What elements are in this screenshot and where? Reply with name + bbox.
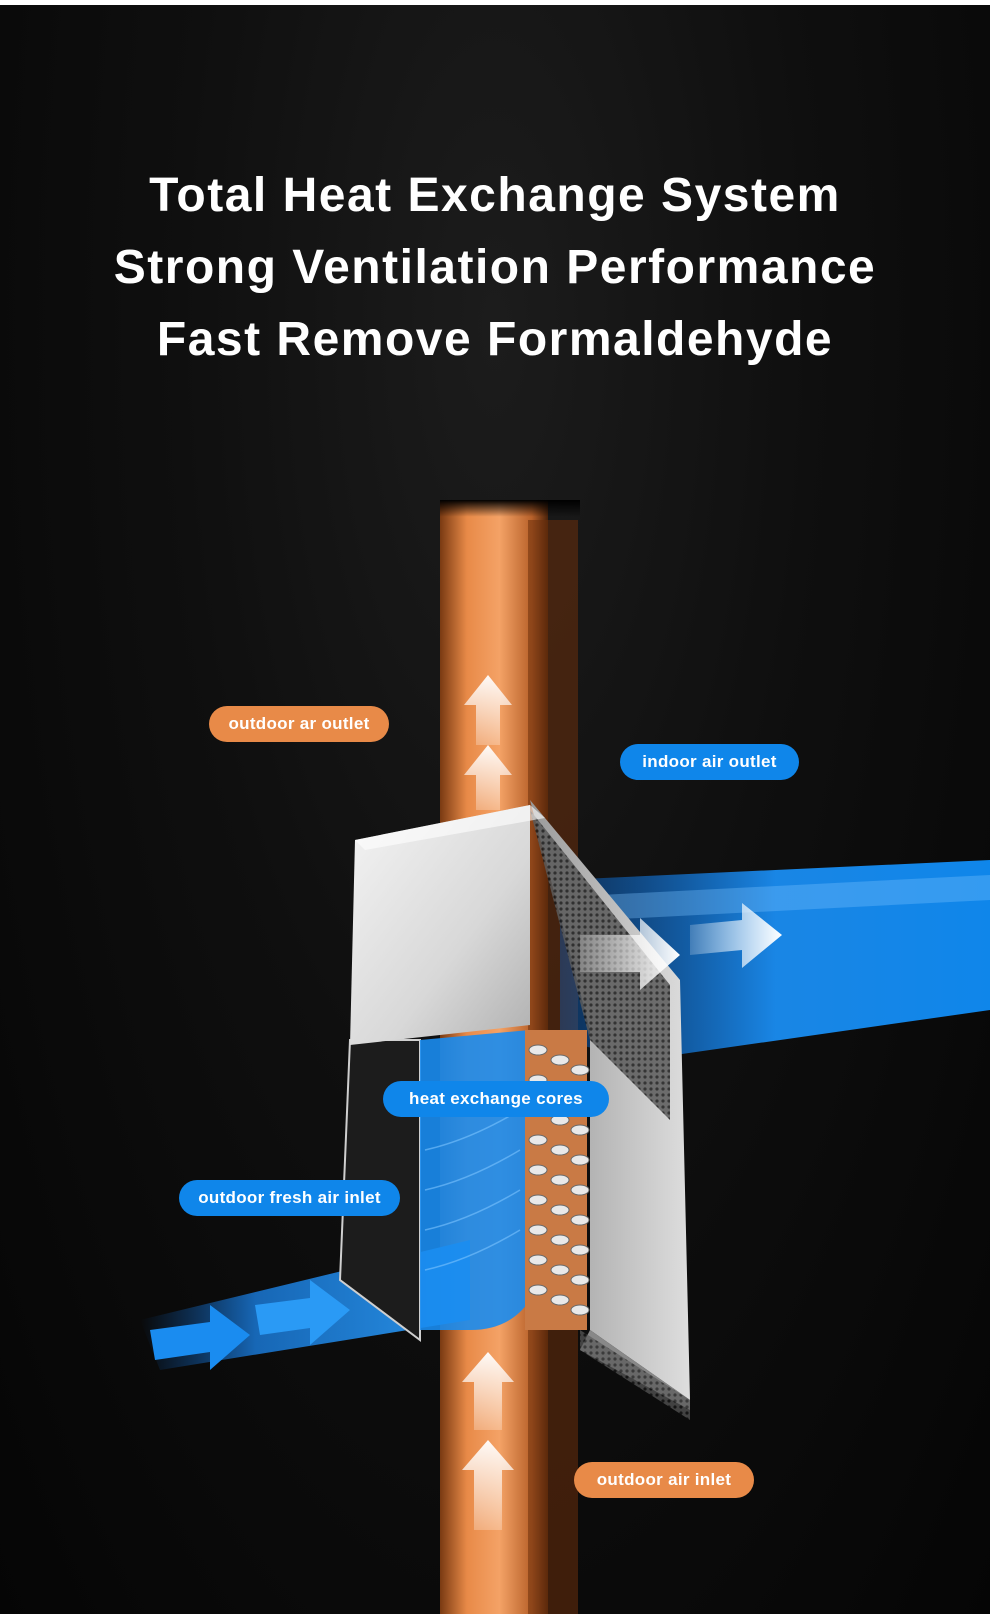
up-arrow-icon: [462, 675, 514, 1530]
headline-line-3: Fast Remove Formaldehyde: [156, 313, 834, 366]
heat-exchange-core-fins: [525, 1030, 590, 1330]
right-arrow-icon: [150, 903, 782, 1370]
headline: Total Heat Exchange System Strong Ventil…: [0, 160, 990, 376]
top-border: [0, 0, 990, 5]
label-indoor-air-outlet: indoor air outlet: [620, 744, 799, 780]
label-outdoor-air-outlet: outdoor ar outlet: [209, 706, 389, 742]
label-heat-exchange-cores: heat exchange cores: [383, 1081, 609, 1117]
headline-line-2: Strong Ventilation Performance: [113, 241, 877, 294]
headline-line-1: Total Heat Exchange System: [149, 169, 841, 222]
label-outdoor-air-inlet: outdoor air inlet: [574, 1462, 754, 1498]
label-outdoor-fresh-air-inlet: outdoor fresh air inlet: [179, 1180, 400, 1216]
